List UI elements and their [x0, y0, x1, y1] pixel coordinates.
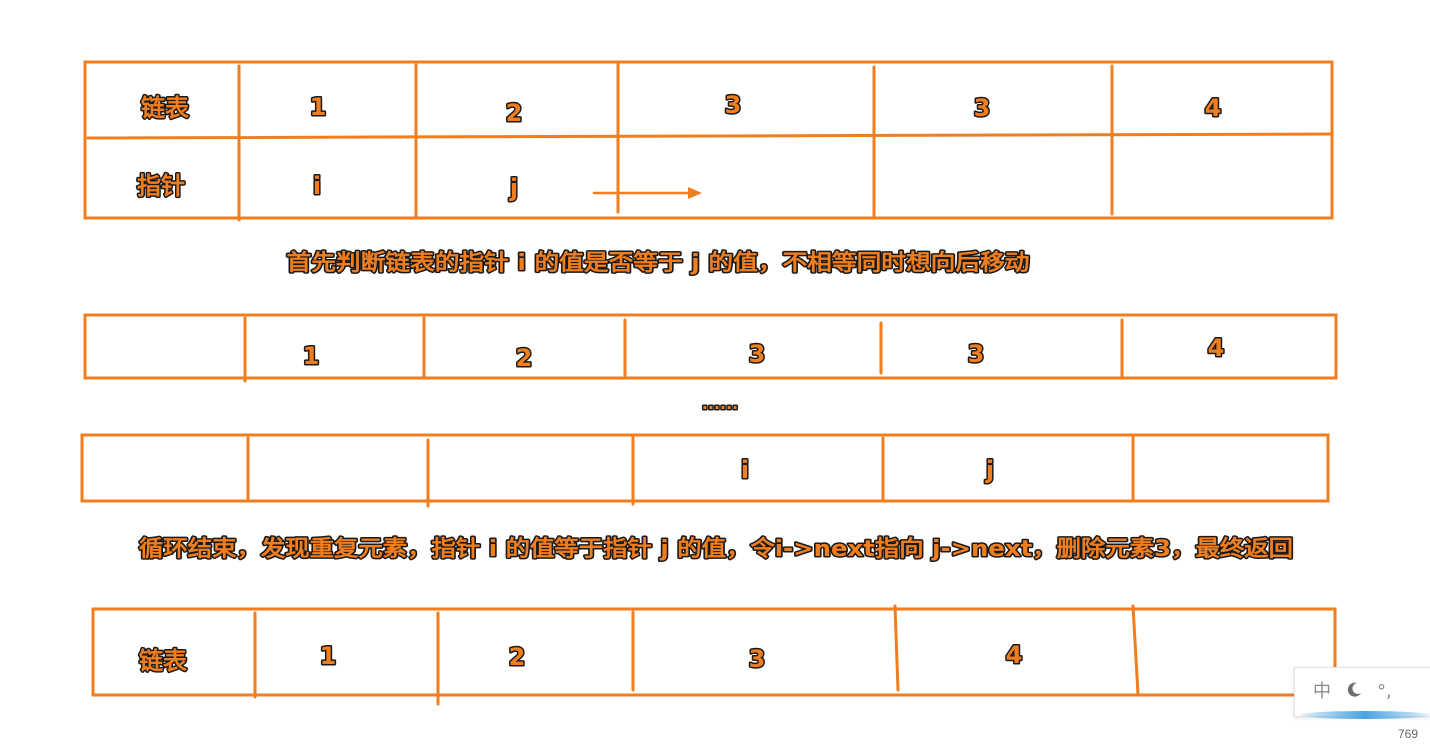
ime-mode-toggle[interactable]: 中 [1313, 681, 1331, 702]
table-3-cells: i j [739, 455, 995, 486]
table-4-row-1-cell-3: 2 [509, 643, 526, 671]
table-1-row-2-cell-2: i [313, 172, 321, 200]
table-2-row-1-cell-5: 3 [968, 340, 985, 368]
table-4-cells: 链表 1 2 3 4 [138, 640, 1024, 677]
moon-icon[interactable] [1345, 681, 1363, 703]
table-2-row-1-cell-3: 2 [516, 344, 533, 372]
caption-1: 首先判断链表的指针 i 的值是否等于 j 的值，不相等同时想向后移动 [287, 250, 1030, 276]
table-1-row-2-cell-1: 指针 [137, 172, 185, 200]
table-3-grid [80, 433, 1330, 508]
punctuation-toggle[interactable]: °, [1377, 681, 1392, 702]
table-4-row-1-cell-2: 1 [320, 642, 337, 670]
table-2-row-1-cell-2: 1 [303, 342, 320, 370]
table-4-row-1-cell-5: 4 [1006, 641, 1023, 669]
table-1-row-2-cell-3: j [509, 174, 518, 202]
caption-2: 循环结束，发现重复元素，指针 i 的值等于指针 j 的值，令i->next指向 … [139, 536, 1293, 562]
table-1-row-1-cell-1: 链表 [141, 94, 190, 122]
table-1-row-1-cell-3: 2 [506, 99, 523, 127]
table-4-row-1-cell-4: 3 [749, 645, 766, 673]
table-2-grid [83, 313, 1338, 383]
ime-toolbar[interactable]: 中 °, [1294, 667, 1430, 717]
table-1-row-1-cell-5: 3 [974, 94, 991, 122]
ime-highlight-bar [1300, 711, 1430, 719]
table-3-row-1-cell-4: i [741, 456, 749, 484]
table-2-row-1-cell-4: 3 [749, 340, 766, 368]
table-4-grid [91, 604, 1337, 706]
table-1-row-1-cell-2: 1 [310, 93, 327, 121]
table-2-cells: 1 2 3 3 4 [301, 333, 1226, 374]
table-1-row-1-cell-6: 4 [1205, 94, 1222, 122]
ellipsis: ······ [702, 398, 738, 417]
table-4-row-1-cell-1: 链表 [139, 647, 188, 675]
character-count: 769 [1398, 727, 1419, 741]
table-1-grid [83, 60, 1334, 222]
table-2-row-1-cell-6: 4 [1208, 334, 1225, 362]
table-3-row-1-cell-5: j [985, 456, 994, 484]
move-right-arrow-icon [592, 187, 702, 199]
table-1-cells: 链表 1 2 3 3 4 指针 i j [136, 90, 1223, 204]
table-1-row-1-cell-4: 3 [725, 91, 742, 119]
